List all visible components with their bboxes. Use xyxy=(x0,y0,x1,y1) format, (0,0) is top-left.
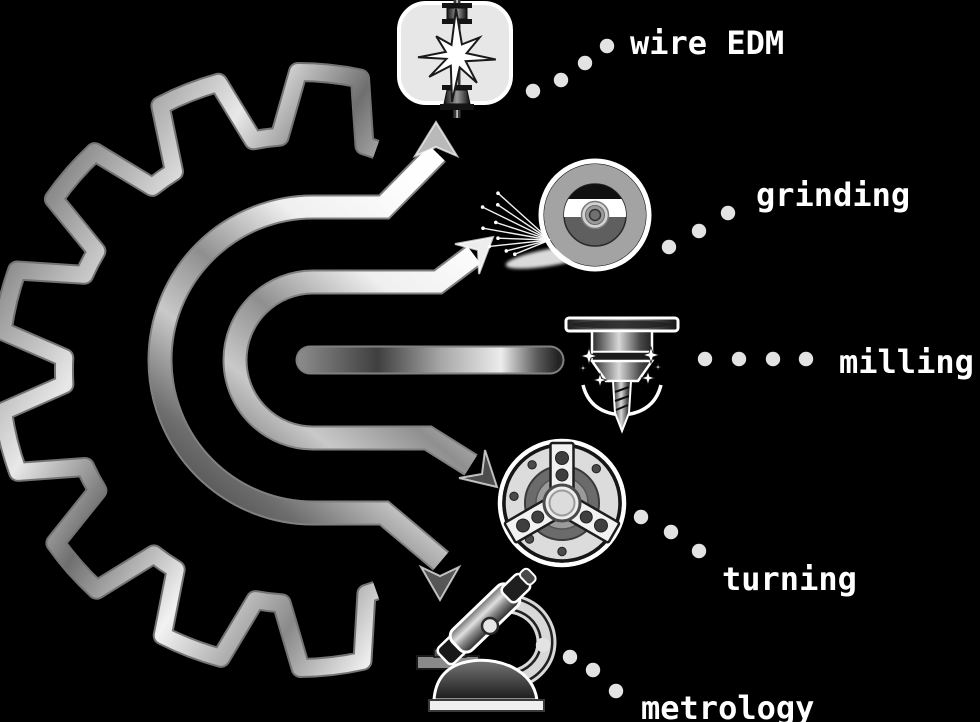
connector-dot xyxy=(765,351,781,367)
connector-dot xyxy=(535,637,551,653)
dotted-path-metrology xyxy=(535,637,624,699)
mill-spindle xyxy=(590,329,654,354)
connector-dot xyxy=(798,351,814,367)
sparkle-icon xyxy=(641,345,661,365)
edm-spool-bottom-body xyxy=(443,89,471,105)
connector-dot xyxy=(697,351,713,367)
chuck-rim-hole xyxy=(591,464,601,474)
chuck-jaw-hole xyxy=(555,451,569,465)
arrowhead-wire-edm xyxy=(412,120,460,159)
mill-spindle-band xyxy=(591,351,653,362)
mill-sparkles xyxy=(578,345,663,388)
scope-base-dome xyxy=(432,658,539,702)
connector-dot xyxy=(663,524,679,540)
connector-dot xyxy=(691,223,707,239)
connector-dot xyxy=(577,55,593,71)
spark-tip xyxy=(496,236,500,240)
chuck-bore-inner xyxy=(548,489,576,517)
spark-tip xyxy=(487,244,492,249)
dotted-path-grinding xyxy=(661,205,736,255)
sparkle-icon xyxy=(578,363,588,373)
chuck-rim-hole xyxy=(527,460,537,470)
scope-pivot-knob xyxy=(480,616,500,636)
spark-ray xyxy=(497,237,551,241)
dotted-path-wire-edm xyxy=(525,38,615,99)
connector-dot xyxy=(720,205,736,221)
spark-ray xyxy=(495,221,551,241)
spark-tip xyxy=(481,226,485,230)
mill-collet xyxy=(589,359,655,383)
chuck-rim-hole xyxy=(509,491,519,501)
spark-ray xyxy=(482,227,551,241)
sparkle-icon xyxy=(653,362,663,372)
label-turning: turning xyxy=(722,560,857,598)
spark-ray xyxy=(482,206,551,241)
connector-dot xyxy=(562,649,578,665)
spark-burst xyxy=(417,8,497,103)
connector-dot xyxy=(525,83,541,99)
label-grinding: grinding xyxy=(756,176,910,214)
sparkle-icon xyxy=(640,370,656,386)
wheel-hub-center xyxy=(588,208,602,222)
connector-dot xyxy=(608,683,624,699)
arrowhead-grinding xyxy=(454,235,495,275)
chuck-rim-hole xyxy=(557,546,567,557)
connector-dot xyxy=(585,662,601,678)
label-wire-edm: wire EDM xyxy=(630,24,784,62)
edm-spool-bottom xyxy=(442,85,472,90)
mill-bit-flutes xyxy=(614,386,630,411)
spark-ray xyxy=(506,239,551,252)
dotted-path-milling xyxy=(697,351,814,367)
arrowhead-turning xyxy=(458,449,499,489)
flow-band-inner xyxy=(224,246,481,474)
connector-dot xyxy=(599,38,615,54)
end-mill-icon xyxy=(564,316,680,434)
flow-arrows xyxy=(147,120,565,603)
connector-dot xyxy=(661,239,677,255)
sparkle-icon xyxy=(579,346,599,366)
spark-ray xyxy=(489,239,551,248)
lathe-chuck-icon xyxy=(497,438,627,568)
chuck-jaw-hole xyxy=(593,518,608,533)
dotted-connectors xyxy=(525,38,814,699)
spark-tip xyxy=(496,203,500,207)
mill-plate-shade xyxy=(572,320,672,329)
chuck-halo xyxy=(497,438,627,568)
spark-wire-icon xyxy=(397,0,513,118)
spark-tip xyxy=(480,205,485,209)
connector-dot xyxy=(691,543,707,559)
spark-tip xyxy=(494,220,498,225)
spark-ray xyxy=(497,204,551,241)
chuck-jaw-hole xyxy=(555,468,569,482)
connector-dot xyxy=(633,509,649,525)
connector-dot xyxy=(731,351,747,367)
mill-bit xyxy=(611,380,633,434)
sparkle-icon xyxy=(592,372,608,388)
flow-band-outer xyxy=(149,145,448,570)
chuck-jaw-hole xyxy=(531,510,545,524)
label-metrology: metrology xyxy=(641,689,814,722)
scope-base-plinth xyxy=(428,699,545,712)
spark-tip xyxy=(496,191,500,195)
gear-icon xyxy=(0,61,380,678)
edm-spool-top xyxy=(442,3,472,8)
arrowhead-metrology xyxy=(418,564,462,603)
chuck-jaw-hole xyxy=(579,510,593,524)
label-milling: milling xyxy=(839,343,974,381)
spark-ray xyxy=(514,239,551,255)
grinding-wheel-icon xyxy=(480,158,652,272)
chuck-jaw-hole xyxy=(516,518,531,533)
dotted-path-turning xyxy=(633,509,707,559)
scope-eyepiece-cap xyxy=(518,567,537,586)
wheel-halo xyxy=(538,158,652,272)
edm-spool-bottom-flange xyxy=(440,104,474,110)
spark-tip xyxy=(513,252,517,256)
microscope-icon xyxy=(416,567,557,712)
connector-dot xyxy=(553,72,569,88)
spark-tip xyxy=(504,249,509,253)
